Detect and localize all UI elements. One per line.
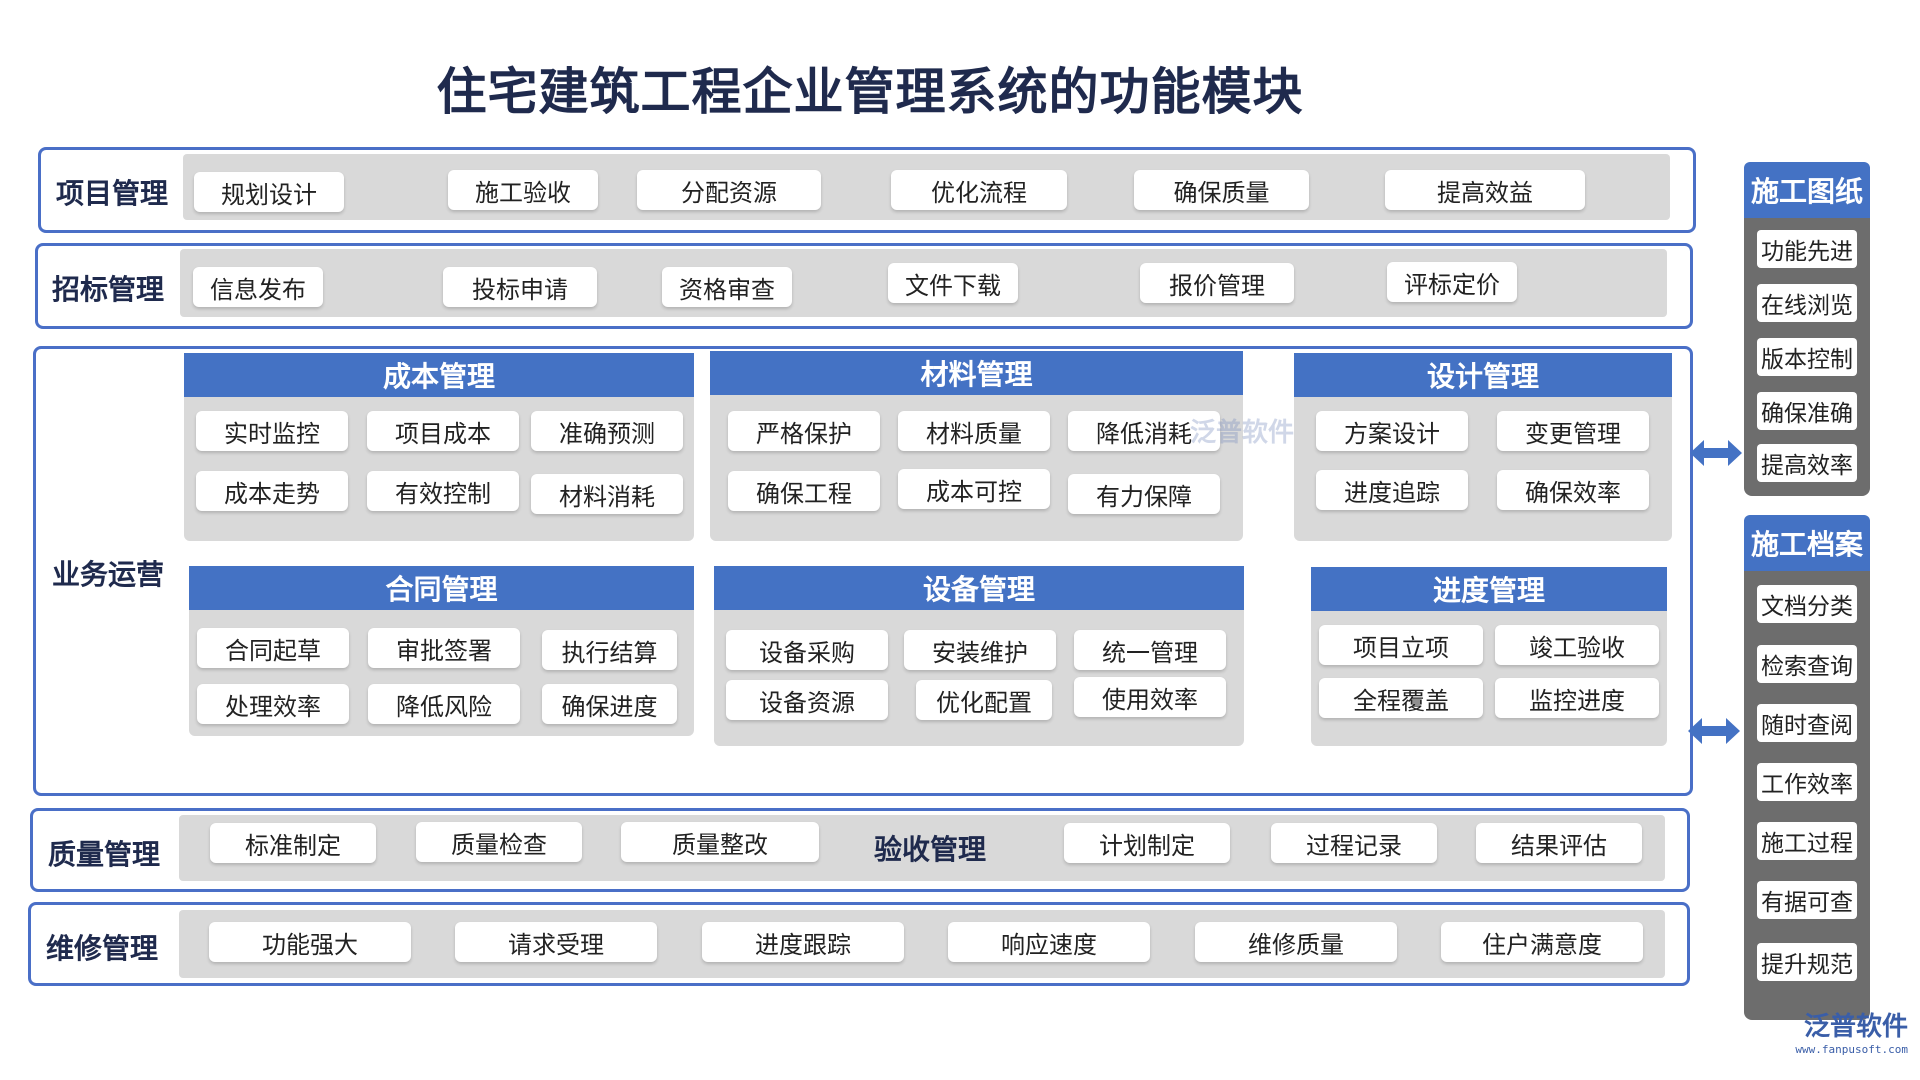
module-item: 成本走势: [196, 471, 348, 511]
page-title: 住宅建筑工程企业管理系统的功能模块: [436, 63, 1304, 121]
bidding-item: 投标申请: [443, 267, 597, 307]
side-panel-title: 施工图纸: [1744, 162, 1870, 218]
module-item: 全程覆盖: [1319, 678, 1483, 718]
module-item: 确保工程: [728, 471, 880, 511]
maintenance-item: 响应速度: [948, 922, 1150, 962]
side-item: 版本控制: [1757, 338, 1857, 376]
module-item: 降低风险: [368, 684, 520, 724]
module-item: 变更管理: [1497, 411, 1649, 451]
construction-archives-panel: 施工档案 文档分类 检索查询 随时查阅 工作效率 施工过程 有据可查 提升规范: [1744, 515, 1870, 1020]
module-item: 项目成本: [367, 411, 519, 451]
double-arrow-icon: [1690, 440, 1742, 466]
maintenance-item: 功能强大: [209, 922, 411, 962]
module-item: 执行结算: [542, 630, 677, 670]
module-item: 处理效率: [197, 684, 349, 724]
cost-management-module: 成本管理 实时监控 项目成本 准确预测 成本走势 有效控制 材料消耗: [184, 353, 694, 541]
module-item: 设备资源: [726, 680, 888, 720]
module-title: 设计管理: [1294, 353, 1672, 397]
side-item: 提高效率: [1757, 444, 1857, 482]
construction-drawings-panel: 施工图纸 功能先进 在线浏览 版本控制 确保准确 提高效率: [1744, 162, 1870, 496]
maintenance-item: 维修质量: [1195, 922, 1397, 962]
side-item: 文档分类: [1757, 585, 1857, 623]
module-item: 竣工验收: [1495, 625, 1659, 665]
contract-management-module: 合同管理 合同起草 审批签署 执行结算 处理效率 降低风险 确保进度: [189, 566, 694, 736]
project-management-label: 项目管理: [56, 177, 169, 210]
module-title: 进度管理: [1311, 567, 1667, 611]
equipment-management-module: 设备管理 设备采购 安装维护 统一管理 设备资源 优化配置 使用效率: [714, 566, 1244, 746]
material-management-module: 材料管理 严格保护 材料质量 降低消耗 确保工程 成本可控 有力保障: [710, 351, 1243, 541]
logo-text: 泛普软件: [1803, 1012, 1908, 1042]
brand-logo: 泛普软件 www.fanpusoft.com: [1795, 1006, 1908, 1056]
maintenance-item: 住户满意度: [1441, 922, 1643, 962]
side-item: 工作效率: [1757, 763, 1857, 801]
module-item: 确保效率: [1497, 470, 1649, 510]
design-management-module: 设计管理 方案设计 变更管理 进度追踪 确保效率: [1294, 353, 1672, 541]
side-panel-title: 施工档案: [1744, 515, 1870, 571]
module-item: 使用效率: [1074, 677, 1226, 717]
side-item: 有据可查: [1757, 881, 1857, 919]
quality-item: 计划制定: [1064, 823, 1230, 863]
business-operations-label: 业务运营: [52, 558, 165, 591]
module-item: 实时监控: [196, 411, 348, 451]
side-item: 功能先进: [1757, 230, 1857, 268]
project-item: 分配资源: [637, 170, 821, 210]
side-item: 随时查阅: [1757, 704, 1857, 742]
side-item: 确保准确: [1757, 392, 1857, 430]
acceptance-management-label: 验收管理: [874, 833, 987, 866]
module-item: 严格保护: [728, 411, 880, 451]
project-item: 提高效益: [1385, 170, 1585, 210]
module-item: 安装维护: [904, 630, 1056, 670]
module-item: 材料质量: [898, 411, 1050, 451]
side-item: 施工过程: [1757, 822, 1857, 860]
bidding-item: 信息发布: [193, 267, 323, 307]
quality-item: 结果评估: [1476, 823, 1642, 863]
quality-item: 质量检查: [416, 822, 582, 862]
maintenance-item: 进度跟踪: [702, 922, 904, 962]
project-item: 规划设计: [194, 172, 344, 212]
module-item: 材料消耗: [531, 474, 683, 514]
module-item: 有力保障: [1068, 474, 1220, 514]
progress-management-module: 进度管理 项目立项 竣工验收 全程覆盖 监控进度: [1311, 567, 1667, 746]
maintenance-management-label: 维修管理: [46, 932, 159, 965]
watermark: 泛普软件: [1190, 418, 1295, 448]
quality-item: 质量整改: [621, 822, 819, 862]
logo-url: www.fanpusoft.com: [1795, 1043, 1908, 1056]
module-item: 降低消耗: [1068, 411, 1220, 451]
module-item: 优化配置: [916, 680, 1052, 720]
bidding-item: 文件下载: [888, 263, 1018, 303]
module-title: 成本管理: [184, 353, 694, 397]
module-title: 设备管理: [714, 566, 1244, 610]
quality-item: 过程记录: [1271, 823, 1437, 863]
module-title: 合同管理: [189, 566, 694, 610]
module-item: 成本可控: [898, 469, 1050, 509]
side-item: 检索查询: [1757, 645, 1857, 683]
module-item: 有效控制: [367, 471, 519, 511]
bidding-item: 资格审查: [662, 267, 792, 307]
module-item: 方案设计: [1316, 411, 1468, 451]
module-item: 确保进度: [542, 684, 677, 724]
double-arrow-icon: [1688, 718, 1740, 744]
project-item: 确保质量: [1134, 170, 1309, 210]
module-item: 合同起草: [197, 628, 349, 668]
project-item: 优化流程: [891, 170, 1067, 210]
side-item: 在线浏览: [1757, 284, 1857, 322]
module-title: 材料管理: [710, 351, 1243, 395]
module-item: 审批签署: [368, 628, 520, 668]
module-item: 项目立项: [1319, 625, 1483, 665]
module-item: 监控进度: [1495, 678, 1659, 718]
bidding-management-label: 招标管理: [52, 273, 165, 306]
maintenance-management-bar: [179, 910, 1665, 978]
quality-item: 标准制定: [210, 823, 376, 863]
quality-management-label: 质量管理: [48, 838, 161, 871]
side-item: 提升规范: [1757, 943, 1857, 981]
module-item: 准确预测: [531, 411, 683, 451]
bidding-item: 报价管理: [1140, 263, 1294, 303]
project-item: 施工验收: [448, 170, 598, 210]
module-item: 统一管理: [1074, 630, 1226, 670]
module-item: 设备采购: [726, 630, 888, 670]
module-item: 进度追踪: [1316, 470, 1468, 510]
maintenance-item: 请求受理: [455, 922, 657, 962]
bidding-item: 评标定价: [1387, 262, 1517, 302]
